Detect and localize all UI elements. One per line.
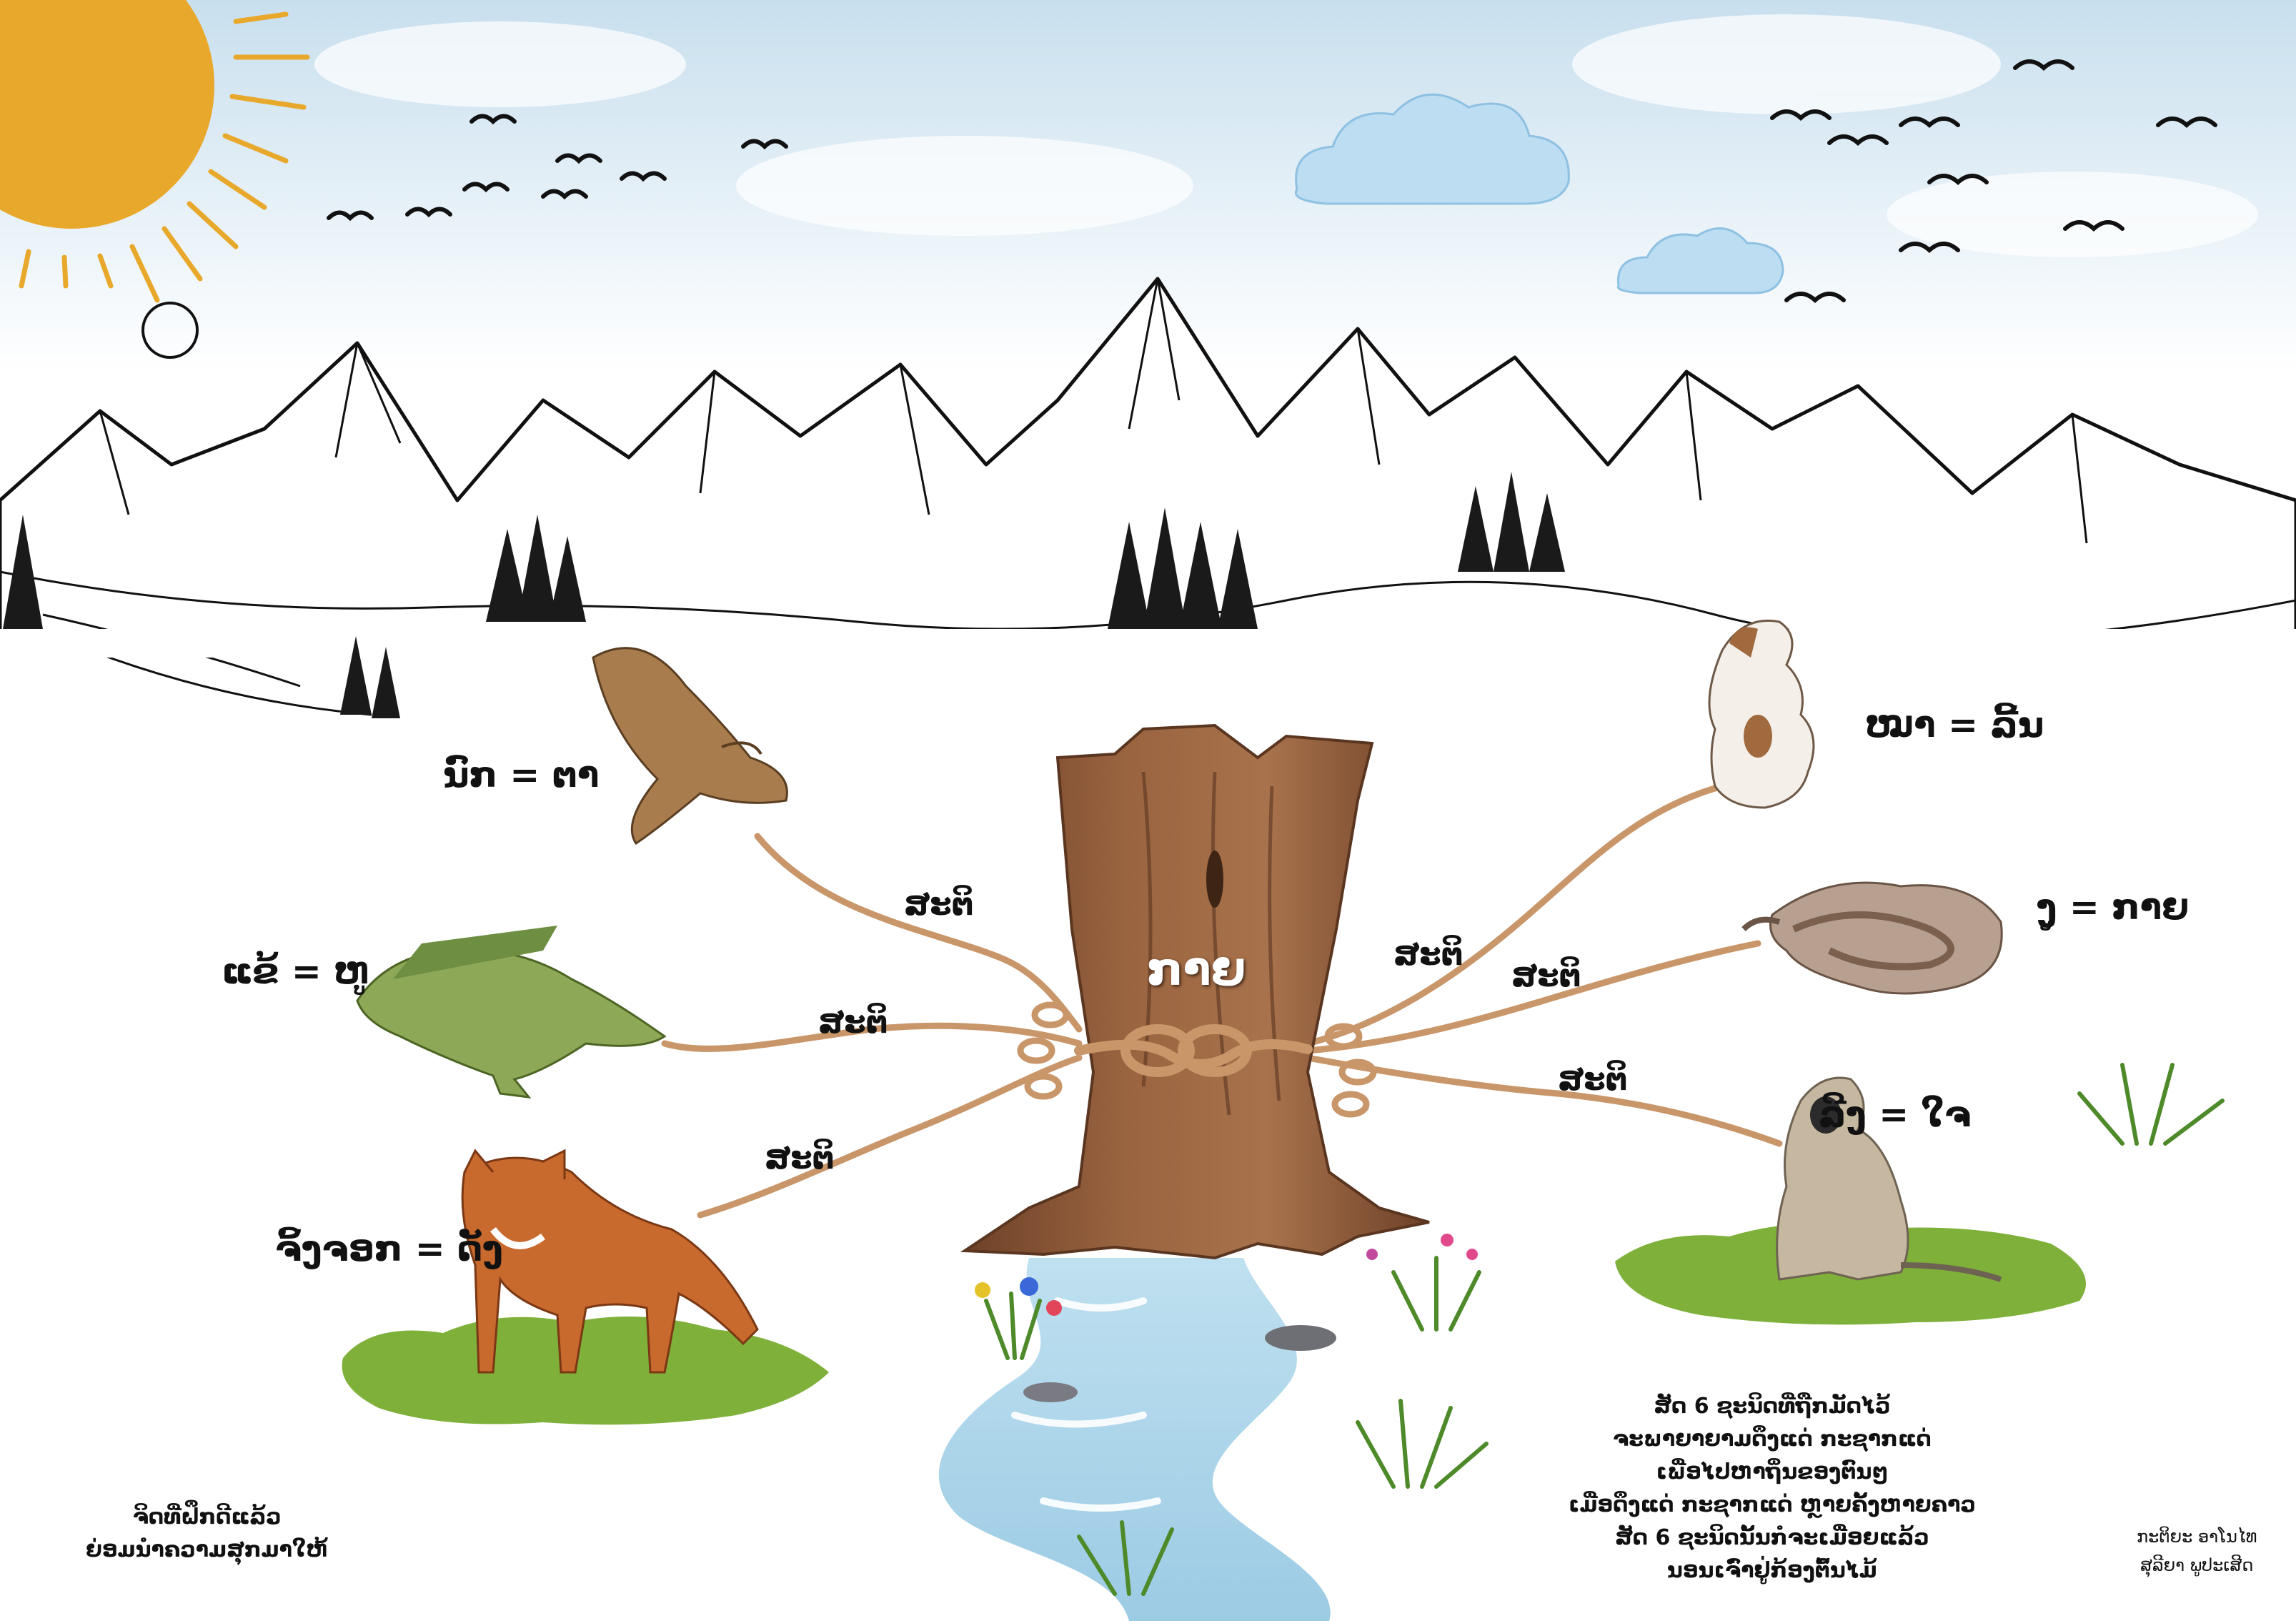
tree-stump	[960, 723, 1430, 1260]
label-fox-nose: ຈິ້ງຈອກ = ດັງ	[275, 1228, 503, 1269]
right-caption-line: ສັດ 6 ຊະນິດນັ້ນກໍຈະເມື່ອຍແລ້ວ	[1615, 1525, 1929, 1550]
right-caption-line: ຈະພາຍາຍາມດຶງແດ່ ກະຊາກແດ່	[1613, 1427, 1932, 1452]
bird-icon	[592, 647, 788, 846]
rope-loop	[1024, 1073, 1063, 1100]
ropes	[661, 783, 1783, 1219]
label-monkey-mind: ລີງ = ໃຈ	[1819, 1094, 1972, 1135]
author-credit: ກະຕິຍະ ອາໂນໄທ ສຸລີຍາ ພູປະເສີດ	[2137, 1522, 2257, 1580]
rope-snake	[1304, 940, 1761, 1054]
flying-birds	[327, 59, 2217, 304]
rope-loop	[1017, 1037, 1055, 1064]
right-caption: ສັດ 6 ຊະນິດທີ່ຖືກມັດໄວ້ ຈະພາຍາຍາມດຶງແດ່ …	[1569, 1390, 1976, 1587]
cloud-icon	[1294, 93, 1570, 205]
right-caption-line: ເມື່ອດຶງແດ່ ກະຊາກແດ່ ຫຼາຍຄັ້ງຫາຍຄາວ	[1569, 1492, 1976, 1517]
rope-label-fox: ສະຕິ	[765, 1140, 835, 1176]
left-caption: ຈິດທີ່ຝຶກດີແລ້ວ ຍ່ອມນຳຄວາມສຸກມາໃຫ້	[86, 1501, 328, 1567]
left-caption-line: ຈິດທີ່ຝຶກດີແລ້ວ	[132, 1504, 282, 1530]
rope-dog	[1304, 783, 1726, 1047]
label-dog-tongue: ໝາ = ລີ້ນ	[1865, 704, 2044, 745]
author-credit-line: ກະຕິຍະ ອາໂນໄທ	[2137, 1527, 2257, 1547]
right-caption-line: ເພື່ອໄປຫາຖິ່ນຂອງຕົນໆ	[1656, 1459, 1889, 1484]
rope-loop	[1031, 1001, 1070, 1028]
sun-icon	[0, 0, 310, 303]
rope-monkey	[1304, 1054, 1783, 1147]
fox-icon	[461, 1149, 759, 1374]
right-caption-line: ນອນເຈົ່າຢູ່ກ້ອງຕົ້ນໄມ້	[1666, 1558, 1877, 1583]
grass-tufts	[984, 1063, 2225, 1596]
rope-label-monkey: ສະຕິ	[1558, 1061, 1628, 1098]
rope-loop	[1338, 1059, 1377, 1086]
rope-bird	[754, 833, 1083, 1033]
rope-label-dog: ສະຕິ	[1393, 936, 1463, 973]
label-crocodile-ears: ແຂ້ = ຫູ	[222, 951, 371, 992]
rope-label-crocodile: ສະຕິ	[818, 1004, 888, 1041]
sky-clouds	[314, 14, 2258, 257]
rope-loop	[1324, 1023, 1363, 1050]
rope-loop	[1331, 1091, 1370, 1118]
author-credit-line: ສຸລີຍາ ພູປະເສີດ	[2140, 1555, 2254, 1575]
monkey-icon	[1776, 1076, 2002, 1282]
river	[938, 1258, 1336, 1621]
dog-icon	[1708, 619, 1815, 809]
left-caption-line: ຍ່ອມນຳຄວາມສຸກມາໃຫ້	[86, 1537, 329, 1562]
flowers-icon	[975, 1234, 1478, 1316]
tree-label-body: ກາຍ	[1147, 943, 1246, 996]
label-bird-eyes: ນົກ = ຕາ	[443, 754, 600, 795]
crocodile-icon	[356, 926, 667, 1099]
pine-trees	[3, 472, 1565, 718]
right-caption-line: ສັດ 6 ຊະນິດທີ່ຖືກມັດໄວ້	[1654, 1394, 1891, 1419]
cloud-icon	[1616, 227, 1784, 294]
moon-icon	[141, 302, 199, 359]
mountain-range	[0, 277, 2296, 645]
rope-fox	[697, 1054, 1083, 1219]
rope-knot	[1074, 1024, 1313, 1077]
rope-crocodile	[661, 1022, 1083, 1052]
label-snake-body: ງູ = ກາຍ	[2037, 886, 2190, 928]
rope-label-bird: ສະຕິ	[904, 886, 974, 923]
grass-patch-fox	[342, 1317, 829, 1425]
snake-icon	[1741, 881, 2003, 995]
rope-label-snake: ສະຕິ	[1511, 958, 1581, 994]
